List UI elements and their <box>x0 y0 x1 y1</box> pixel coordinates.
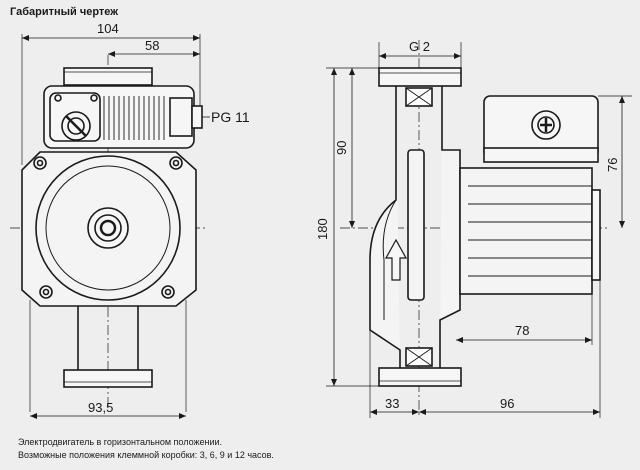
dim-76: 76 <box>605 158 620 172</box>
drawing-title: Габаритный чертеж <box>10 6 119 18</box>
dim-58: 58 <box>145 38 159 53</box>
dim-33: 33 <box>385 396 399 411</box>
dim-78: 78 <box>515 323 529 338</box>
label-pg11: PG 11 <box>211 109 250 125</box>
side-view <box>326 40 632 418</box>
dim-104: 104 <box>97 21 119 36</box>
note-motor-orientation: Электродвигатель в горизонтальном положе… <box>18 437 223 447</box>
dim-93-5: 93,5 <box>88 400 113 415</box>
front-view <box>10 34 210 419</box>
dim-180: 180 <box>315 218 330 240</box>
dim-g2: G 2 <box>409 39 430 54</box>
dim-96: 96 <box>500 396 514 411</box>
note-terminal-positions: Возможные положения клеммной коробки: 3,… <box>18 450 274 460</box>
dim-90: 90 <box>334 141 349 155</box>
